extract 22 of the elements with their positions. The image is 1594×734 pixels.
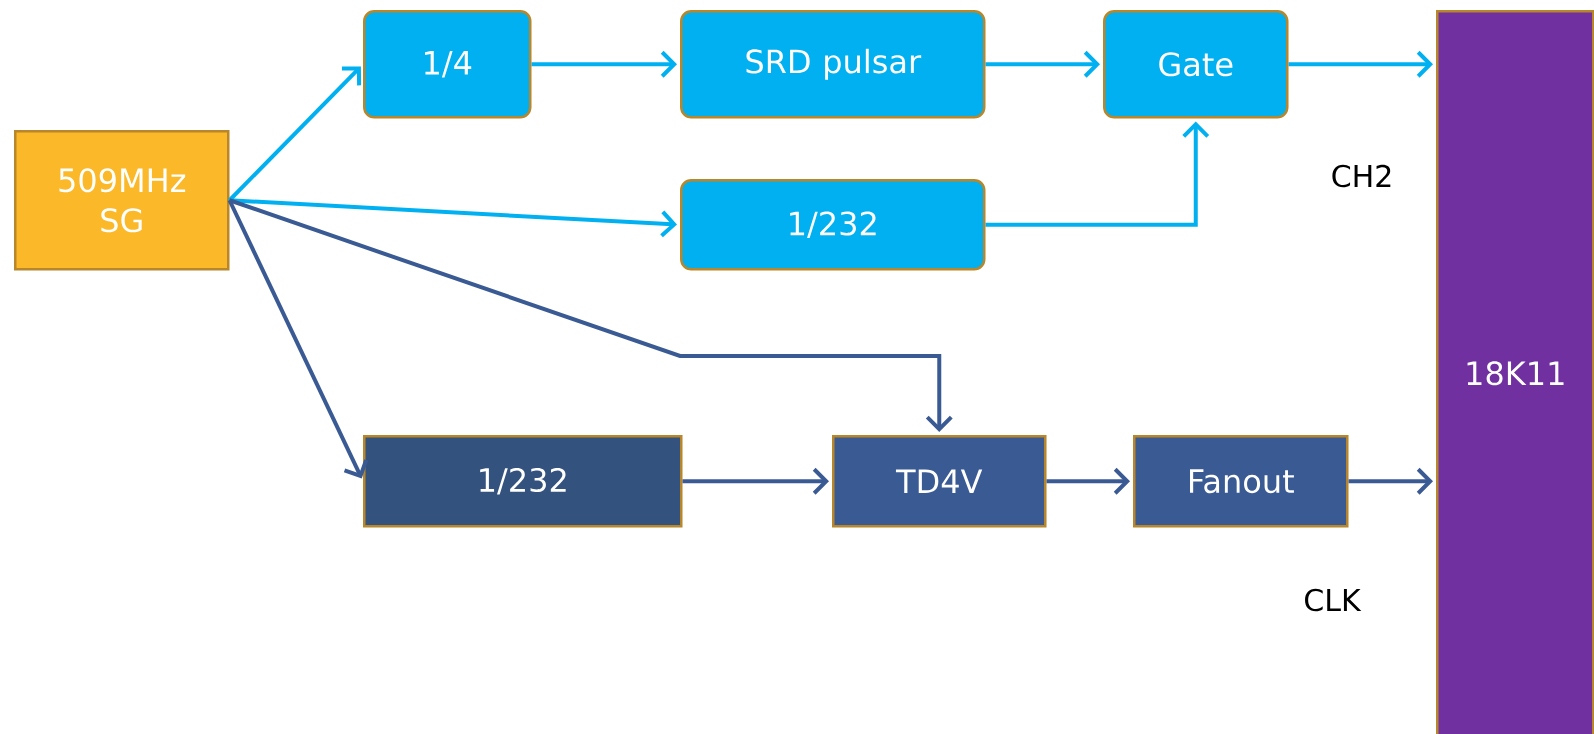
process-box: 1/4 [363, 10, 532, 119]
process-box: Gate [1103, 10, 1289, 119]
arrow [985, 121, 1210, 227]
arrow [1348, 467, 1433, 495]
arrow [1288, 50, 1433, 78]
process-box: 1/232 [363, 435, 683, 528]
arrow [1046, 467, 1130, 495]
process-box: SRD pulsar [680, 10, 986, 119]
arrow [985, 50, 1100, 78]
source-box: 509MHz SG [14, 130, 230, 271]
process-box: TD4V [832, 435, 1047, 528]
arrow [227, 199, 369, 479]
arrow [229, 198, 677, 238]
arrow [682, 467, 829, 495]
instrument-bar: 18K11 [1436, 10, 1594, 734]
arrow [228, 66, 362, 202]
channel-label: CLK [1305, 588, 1362, 612]
process-box: Fanout [1133, 435, 1349, 528]
arrow [531, 50, 677, 78]
arrow [228, 198, 953, 432]
process-box: 1/232 [680, 179, 986, 271]
channel-label: CH2 [1332, 164, 1391, 188]
